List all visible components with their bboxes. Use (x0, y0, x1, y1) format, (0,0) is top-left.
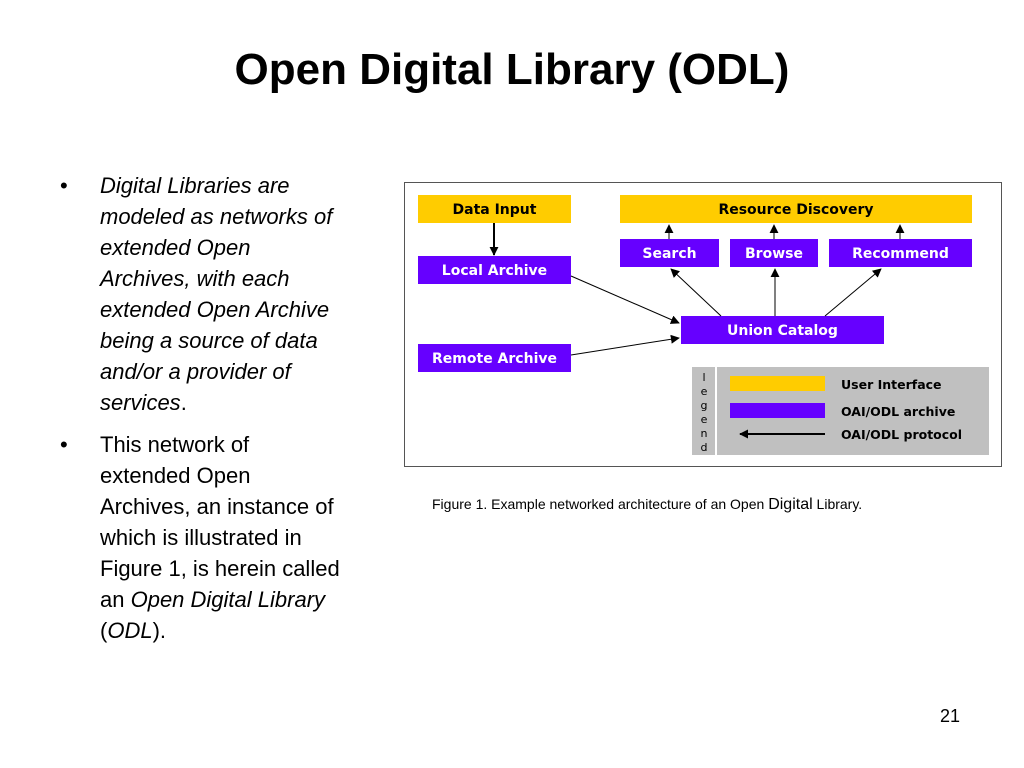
bullet-line: extended Open (100, 463, 251, 488)
bullet-line: Archives, an instance of (100, 494, 334, 519)
odl-abbrev: ODL (107, 618, 153, 643)
legend-letter: e (701, 385, 708, 398)
recommend-label: Recommend (852, 246, 949, 262)
bullet-line: and/or a provider of (100, 359, 291, 384)
browse-label: Browse (745, 246, 803, 262)
paren-open: ( (100, 618, 108, 643)
local-archive-label: Local Archive (442, 263, 547, 279)
odl-term: Open Digital Library (130, 587, 326, 612)
bullet-list: • Digital Libraries are modeled as netwo… (56, 170, 386, 657)
legend: l e g e n d User Interface OAI/ODL archi… (692, 367, 989, 455)
bullet-text: This network of extended Open Archives, … (100, 429, 386, 646)
arrow-local-archive-to-union-catalog (570, 275, 680, 324)
remote-archive-label: Remote Archive (432, 351, 557, 367)
page-number: 21 (939, 706, 960, 726)
bullet-line: (ODL). (100, 615, 386, 646)
bullet-line: This network of (100, 432, 250, 457)
bullet-marker: • (60, 432, 68, 457)
recommend-box: Recommend (829, 239, 972, 267)
caption-prefix: Figure 1. Example networked architecture… (432, 496, 769, 512)
bullet-line: Figure 1, is herein called (100, 556, 340, 581)
bullet-marker: • (60, 173, 68, 198)
bullet-line: Archives, with each (100, 266, 290, 291)
caption-suffix: Library. (812, 496, 863, 512)
resource-discovery-box: Resource Discovery (620, 195, 972, 223)
union-catalog-box: Union Catalog (681, 316, 884, 344)
remote-archive-box: Remote Archive (418, 344, 571, 372)
legend-label-archive: OAI/ODL archive (841, 404, 955, 419)
search-box: Search (620, 239, 719, 267)
legend-label-protocol: OAI/ODL protocol (841, 427, 962, 442)
legend-swatch-archive (730, 403, 825, 418)
bullet-item-network: • This network of extended Open Archives… (56, 429, 386, 646)
legend-swatch-user-interface (730, 376, 825, 391)
figure-caption: Figure 1. Example networked architecture… (432, 494, 992, 515)
legend-letter: e (701, 413, 708, 426)
bullet-line: being a source of data (100, 328, 318, 353)
caption-digital: Digital (768, 496, 813, 513)
period: . (180, 390, 187, 415)
arrow-remote-archive-to-union-catalog (570, 334, 680, 356)
bullet-line: which is illustrated in (100, 525, 302, 550)
legend-letter: g (701, 399, 708, 412)
data-input-box: Data Input (418, 195, 571, 223)
bullet-line: extended Open Archive (100, 297, 330, 322)
bullet-line: modeled as networks of (100, 204, 333, 229)
bullet-line: Digital Libraries are (100, 173, 290, 198)
legend-label-user-interface: User Interface (841, 377, 942, 392)
legend-letter: d (701, 441, 708, 454)
union-catalog-label: Union Catalog (727, 323, 838, 339)
browse-box: Browse (730, 239, 818, 267)
legend-letter: n (701, 427, 708, 440)
search-label: Search (642, 246, 696, 262)
bullet-text: Digital Libraries are modeled as network… (100, 170, 386, 418)
bullet-item-digital-libraries: • Digital Libraries are modeled as netwo… (56, 170, 386, 418)
bullet-line: services. (100, 387, 386, 418)
bullet-line: an Open Digital Library (100, 584, 386, 615)
bullet-line: extended Open (100, 235, 251, 260)
architecture-figure: Data Input Resource Discovery Local Arch… (404, 182, 1002, 467)
an-prefix: an (100, 587, 131, 612)
data-input-label: Data Input (453, 202, 537, 218)
architecture-diagram: Data Input Resource Discovery Local Arch… (418, 195, 989, 455)
legend-letter: l (702, 371, 705, 384)
slide-title: Open Digital Library (ODL) (234, 45, 790, 94)
paren-close: ). (152, 618, 167, 643)
arrow-union-catalog-to-search (670, 268, 722, 317)
resource-discovery-label: Resource Discovery (718, 202, 873, 218)
local-archive-box: Local Archive (418, 256, 571, 284)
services-term: services (100, 390, 181, 415)
arrow-union-catalog-to-recommend (824, 268, 882, 317)
